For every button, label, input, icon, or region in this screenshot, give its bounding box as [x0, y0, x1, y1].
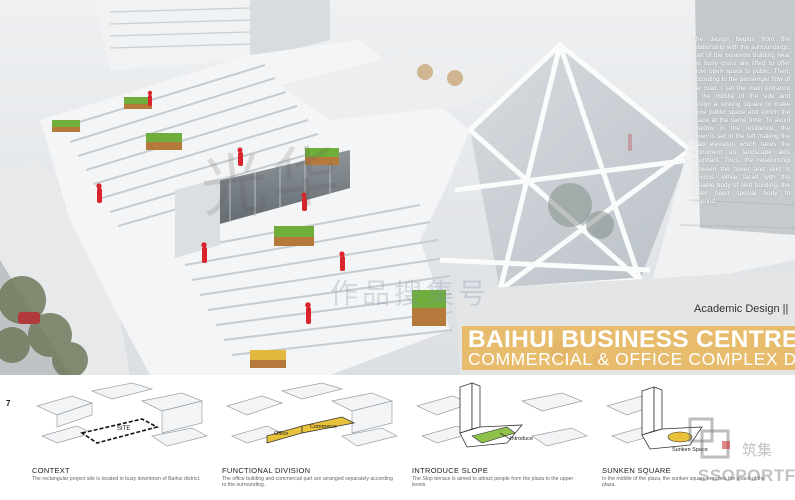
caption-title: SUNKEN SQUARE — [602, 466, 671, 475]
design-description: The design begins from the relationship … — [692, 36, 790, 205]
caption-title: INTRODUCE SLOPE — [412, 466, 489, 475]
caption-title: CONTEXT — [32, 466, 70, 475]
caption-text: The Slop terrace is aimed to attract peo… — [412, 476, 574, 489]
functional-massing — [225, 382, 398, 447]
page-number: 7 — [6, 399, 11, 408]
caption-text: The office building and commercial part … — [222, 476, 393, 489]
caption-text: In the middle of the plaza, the sunken s… — [602, 476, 765, 489]
title-block: Academic Design || BAIHUI BUSINESS CENTR… — [462, 292, 795, 372]
logo-text: SSOPORTFOLIOS — [698, 466, 795, 485]
diagram-sunken-square: Sunken Space — [602, 381, 782, 461]
caption-text: The rectangular project site is located … — [32, 476, 201, 482]
diagram-functional-division: Office Commerce — [222, 381, 402, 461]
sunken-massing — [605, 386, 703, 450]
introduce-label: Introduce — [510, 436, 533, 442]
building-render — [0, 0, 795, 375]
hero-rendering: 光华 作品搜集号 The design begins from the rela… — [0, 0, 795, 375]
caption-functional: FUNCTIONAL DIVISION The office building … — [222, 466, 397, 489]
slope-massing — [415, 382, 588, 448]
planters — [52, 97, 446, 368]
project-title: BAIHUI BUSINESS CENTRE — [468, 326, 795, 353]
diagram-context: SITE — [32, 381, 212, 461]
ssoportfolios-logo: 筑集 SSOPORTFOLIOS — [654, 405, 795, 500]
caption-sunken: SUNKEN SQUARE In the middle of the plaza… — [602, 466, 777, 489]
office-label: Office — [274, 431, 289, 437]
analysis-strip: 7 SITE CONTEXT The rectangular project s… — [0, 375, 795, 500]
logo-chinese: 筑集 — [742, 441, 773, 459]
project-subtitle: COMMERCIAL & OFFICE COMPLEX DESIGN — [468, 349, 795, 369]
site-label: SITE — [117, 426, 131, 432]
title-accent-panel — [462, 326, 795, 370]
caption-slope: INTRODUCE SLOPE The Slop terrace is aime… — [412, 466, 587, 489]
academic-design-tag: Academic Design || — [694, 303, 789, 315]
sunken-space-label: Sunken Space — [672, 447, 708, 453]
diagram-introduce-slope: Introduce — [412, 381, 592, 461]
logo-mark-icon — [688, 417, 730, 459]
street-trees — [0, 276, 88, 375]
caption-context: CONTEXT The rectangular project site is … — [32, 466, 207, 482]
caption-title: FUNCTIONAL DIVISION — [222, 466, 311, 475]
context-massing — [35, 382, 208, 447]
commerce-label: Commerce — [310, 424, 337, 430]
